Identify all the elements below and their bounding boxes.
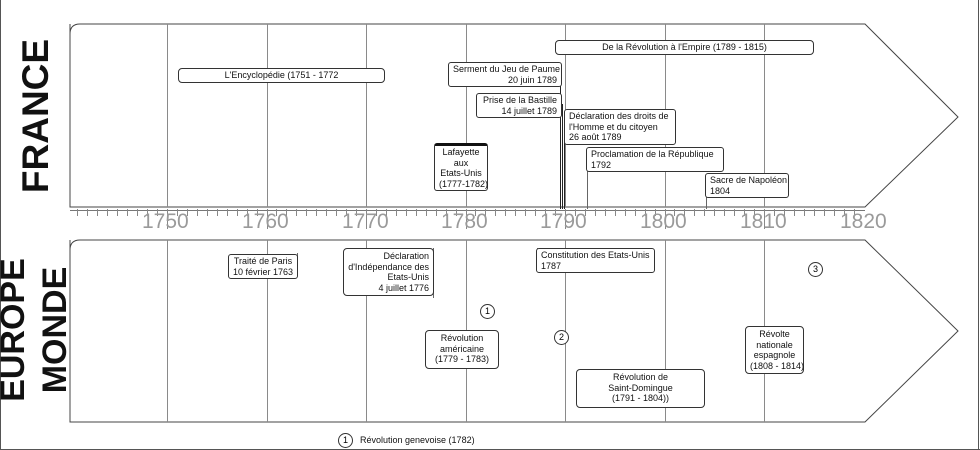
event-bastille: Prise de la Bastille 14 juillet 1789 — [476, 93, 562, 118]
event-sacre-title: Sacre de Napoléon — [710, 175, 788, 185]
year-label-1820: 1820 — [840, 210, 887, 233]
event-revolution-americaine: Révolution américaine (1779 - 1783) — [425, 330, 499, 369]
year-label-1750: 1750 — [142, 210, 189, 233]
event-encyclopedie: L'Encyclopédie (1751 - 1772 — [178, 68, 385, 83]
event-droits-line2: l'Homme et du citoyen — [569, 121, 658, 132]
event-stdom-date: (1791 - 1804)) — [611, 393, 670, 403]
event-bastille-title: Prise de la Bastille — [482, 95, 557, 105]
marker-1: 1 — [480, 304, 495, 319]
event-lafayette-line2: aux — [453, 157, 469, 168]
event-constitution-title: Constitution des Etats-Unis — [541, 250, 650, 260]
event-paris-title: Traité de Paris — [233, 256, 293, 266]
event-droits-line1: Déclaration des droits de — [569, 111, 669, 121]
event-encyclopedie-text: L'Encyclopédie (1751 - 1772 — [224, 70, 339, 80]
year-label-1780: 1780 — [441, 210, 488, 233]
event-saint-domingue: Révolution de Saint-Domingue (1791 - 180… — [576, 369, 705, 408]
legend-marker: 1 — [338, 433, 353, 448]
event-revolte-espagnole: Révolte nationale espagnole (1808 - 1814… — [745, 326, 804, 374]
event-lafayette: Lafayette aux Etats-Unis (1777-1782) — [434, 143, 488, 191]
france-label: FRANCE — [15, 38, 56, 194]
event-constitution-date: 1787 — [541, 260, 562, 271]
event-republique-title: Proclamation de la République — [591, 149, 714, 159]
event-jeu-paume-title: Serment du Jeu de Paume — [453, 64, 561, 74]
year-ruler — [70, 209, 865, 229]
event-bastille-date: 14 juillet 1789 — [501, 105, 557, 116]
event-lafayette-date: (1777-1782) — [439, 178, 489, 189]
legend-text: Révolution genevoise (1782) — [360, 435, 475, 445]
event-constitution: Constitution des Etats-Unis 1787 — [536, 248, 655, 273]
event-jeu-paume: Serment du Jeu de Paume 20 juin 1789 — [448, 62, 562, 87]
event-republique: Proclamation de la République 1792 — [586, 147, 724, 172]
event-espagne-line2: nationale — [756, 339, 793, 350]
event-indep-line2: d'Indépendance des — [348, 261, 429, 272]
event-indep-line3: Etats-Unis — [387, 272, 429, 282]
event-espagne-line3: espagnole — [753, 350, 796, 360]
event-droits-date: 26 août 1789 — [569, 132, 622, 142]
event-jeu-paume-date: 20 juin 1789 — [507, 74, 557, 85]
event-indep-line1: Déclaration — [383, 251, 429, 261]
year-label-1800: 1800 — [640, 210, 687, 233]
europe-label: EUROPE — [0, 258, 32, 402]
monde-label: MONDE — [36, 266, 74, 394]
event-lafayette-line1: Lafayette — [442, 147, 480, 157]
year-label-1790: 1790 — [540, 210, 587, 233]
event-espagne-date: (1808 - 1814) — [750, 360, 805, 371]
event-traite-paris: Traité de Paris 10 février 1763 — [228, 254, 298, 279]
marker-2: 2 — [554, 330, 569, 345]
year-label-1770: 1770 — [342, 210, 389, 233]
event-empire: De la Révolution à l'Empire (1789 - 1815… — [555, 40, 814, 55]
event-revam-date: (1779 - 1783) — [434, 354, 490, 364]
event-droits-homme: Déclaration des droits de l'Homme et du … — [564, 109, 676, 145]
event-revam-line1: Révolution — [440, 333, 484, 343]
event-sacre-date: 1804 — [710, 185, 731, 196]
event-independance: Déclaration d'Indépendance des Etats-Uni… — [343, 248, 434, 296]
event-empire-text: De la Révolution à l'Empire (1789 - 1815… — [602, 42, 767, 52]
event-indep-date: 4 juillet 1776 — [378, 282, 429, 293]
event-republique-date: 1792 — [591, 159, 612, 170]
world-band — [69, 239, 959, 423]
event-stdom-line2: Saint-Domingue — [608, 382, 673, 393]
event-espagne-line1: Révolte — [759, 329, 790, 339]
marker-3: 3 — [808, 262, 823, 277]
event-revam-line2: américaine — [439, 343, 485, 354]
event-lafayette-line3: Etats-Unis — [440, 168, 482, 178]
event-sacre: Sacre de Napoléon 1804 — [705, 173, 789, 198]
event-stdom-line1: Révolution de — [612, 372, 669, 382]
event-paris-date: 10 février 1763 — [233, 266, 294, 277]
year-label-1760: 1760 — [242, 210, 289, 233]
year-label-1810: 1810 — [740, 210, 787, 233]
